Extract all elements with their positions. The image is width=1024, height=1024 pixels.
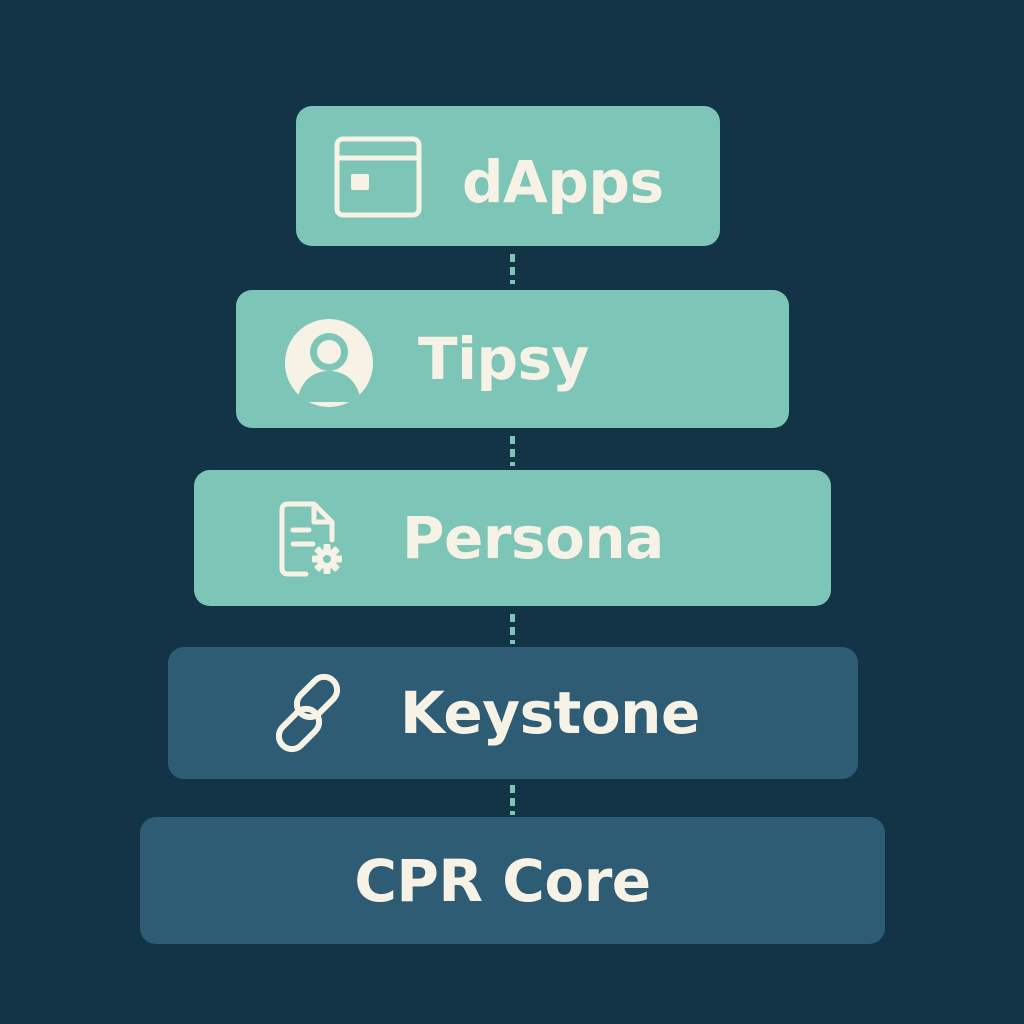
layer-label-tipsy: Tipsy xyxy=(418,325,589,393)
connector-line xyxy=(510,254,515,284)
connector-line xyxy=(510,614,515,644)
layer-label-cpr-core: CPR Core xyxy=(354,846,651,915)
layer-label-persona: Persona xyxy=(402,504,664,572)
connector-line xyxy=(510,436,515,466)
connector-line xyxy=(510,785,515,815)
app-window-icon xyxy=(334,136,422,218)
chain-link-icon xyxy=(275,673,341,753)
user-avatar-icon xyxy=(285,319,373,407)
layer-label-keystone: Keystone xyxy=(400,679,700,747)
layer-tipsy: Tipsy xyxy=(236,290,789,428)
layer-cpr-core: CPR Core xyxy=(140,817,885,944)
layer-persona: Persona xyxy=(194,470,831,606)
layer-dapps: dApps xyxy=(296,106,720,246)
layer-keystone: Keystone xyxy=(168,647,858,779)
layer-label-dapps: dApps xyxy=(462,148,664,216)
document-settings-icon xyxy=(279,501,342,577)
